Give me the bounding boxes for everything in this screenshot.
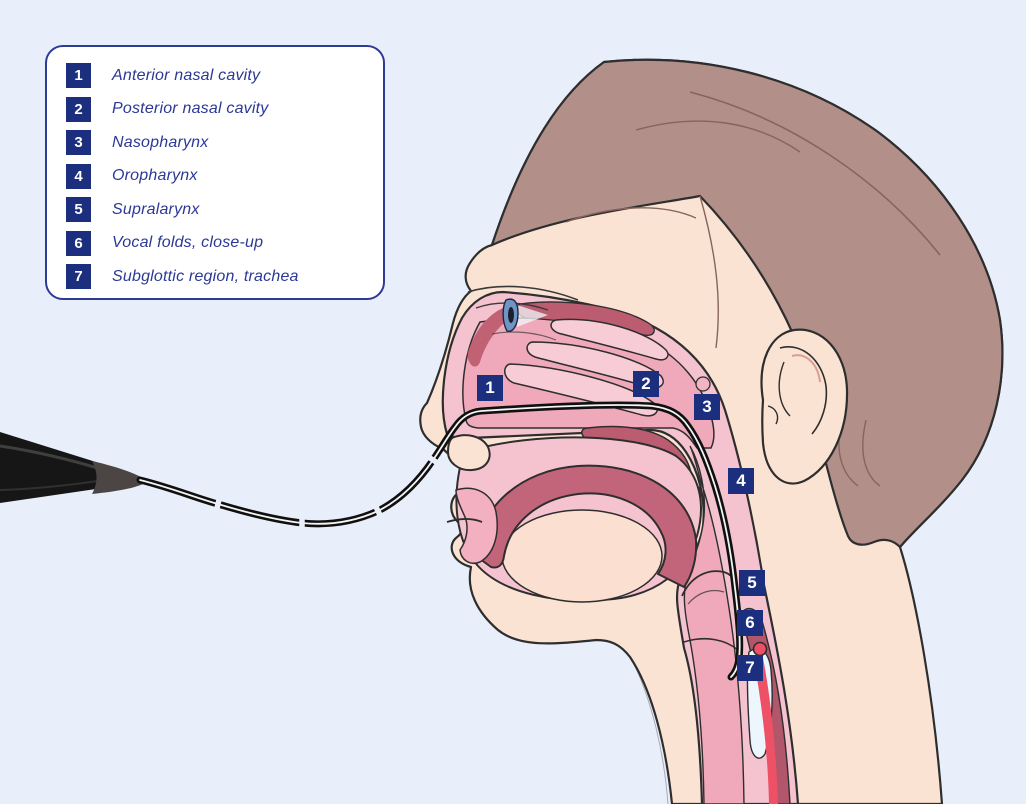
marker-oropharynx: 4	[728, 468, 754, 494]
hair	[490, 58, 1004, 549]
marker-vocal-folds: 6	[737, 610, 763, 636]
pupil	[508, 307, 514, 323]
legend-label-4: Oropharynx	[112, 167, 198, 184]
marker-anterior-nasal-cavity: 1	[477, 375, 503, 401]
legend-label-7: Subglottic region, trachea	[112, 267, 299, 285]
legend-panel: 1 Anterior nasal cavity 2 Posterior nasa…	[45, 45, 385, 300]
brow-line	[467, 285, 579, 301]
endoscope	[0, 401, 744, 681]
vocal-fold-crease	[683, 638, 739, 651]
legend-badge-5: 5	[66, 197, 91, 222]
mouth	[446, 436, 702, 603]
marker-nasopharynx: 3	[694, 394, 720, 420]
legend-item-5: 5 Supralarynx	[66, 197, 383, 222]
marker-subglottic-region: 7	[737, 655, 763, 681]
tongue-body	[501, 509, 663, 603]
eye	[467, 285, 579, 341]
vocal-fold-dot	[752, 641, 768, 657]
marker-supralarynx: 5	[739, 570, 765, 596]
legend-item-3: 3 Nasopharynx	[66, 130, 383, 155]
airway-passage	[441, 290, 800, 804]
legend-badge-2: 2	[66, 96, 91, 122]
legend-label-1: Anterior nasal cavity	[112, 66, 261, 84]
legend-label-5: Supralarynx	[112, 200, 200, 218]
legend-badge-7: 7	[66, 264, 91, 289]
legend-badge-3: 3	[66, 130, 91, 155]
legend-badge-6: 6	[66, 230, 91, 256]
lip-line	[446, 518, 483, 523]
legend-item-1: 1 Anterior nasal cavity	[66, 63, 383, 88]
neck-line	[633, 663, 669, 804]
tongue-dorsum	[475, 464, 698, 588]
pharynx	[683, 445, 745, 804]
cable-gaps	[213, 453, 441, 531]
lip-mucosa	[455, 487, 498, 564]
legend-badge-1: 1	[66, 63, 91, 88]
ear	[760, 328, 849, 485]
tracheal-stripe	[754, 658, 778, 804]
legend-label-2: Posterior nasal cavity	[112, 100, 269, 117]
cornea-highlight	[517, 305, 548, 327]
adenoid-bump	[695, 376, 711, 392]
legend-item-6: 6 Vocal folds, close-up	[66, 230, 383, 256]
marker-posterior-nasal-cavity: 2	[633, 371, 659, 397]
legend-label-3: Nasopharynx	[112, 133, 209, 151]
legend-item-4: 4 Oropharynx	[66, 163, 383, 189]
legend-item-2: 2 Posterior nasal cavity	[66, 96, 383, 122]
legend-label-6: Vocal folds, close-up	[112, 234, 264, 251]
nose-wing	[446, 434, 491, 472]
ear-helix-line	[779, 346, 828, 435]
endoscope-tip-section	[92, 461, 146, 494]
legend-badge-4: 4	[66, 163, 91, 189]
legend-item-7: 7 Subglottic region, trachea	[66, 264, 383, 289]
